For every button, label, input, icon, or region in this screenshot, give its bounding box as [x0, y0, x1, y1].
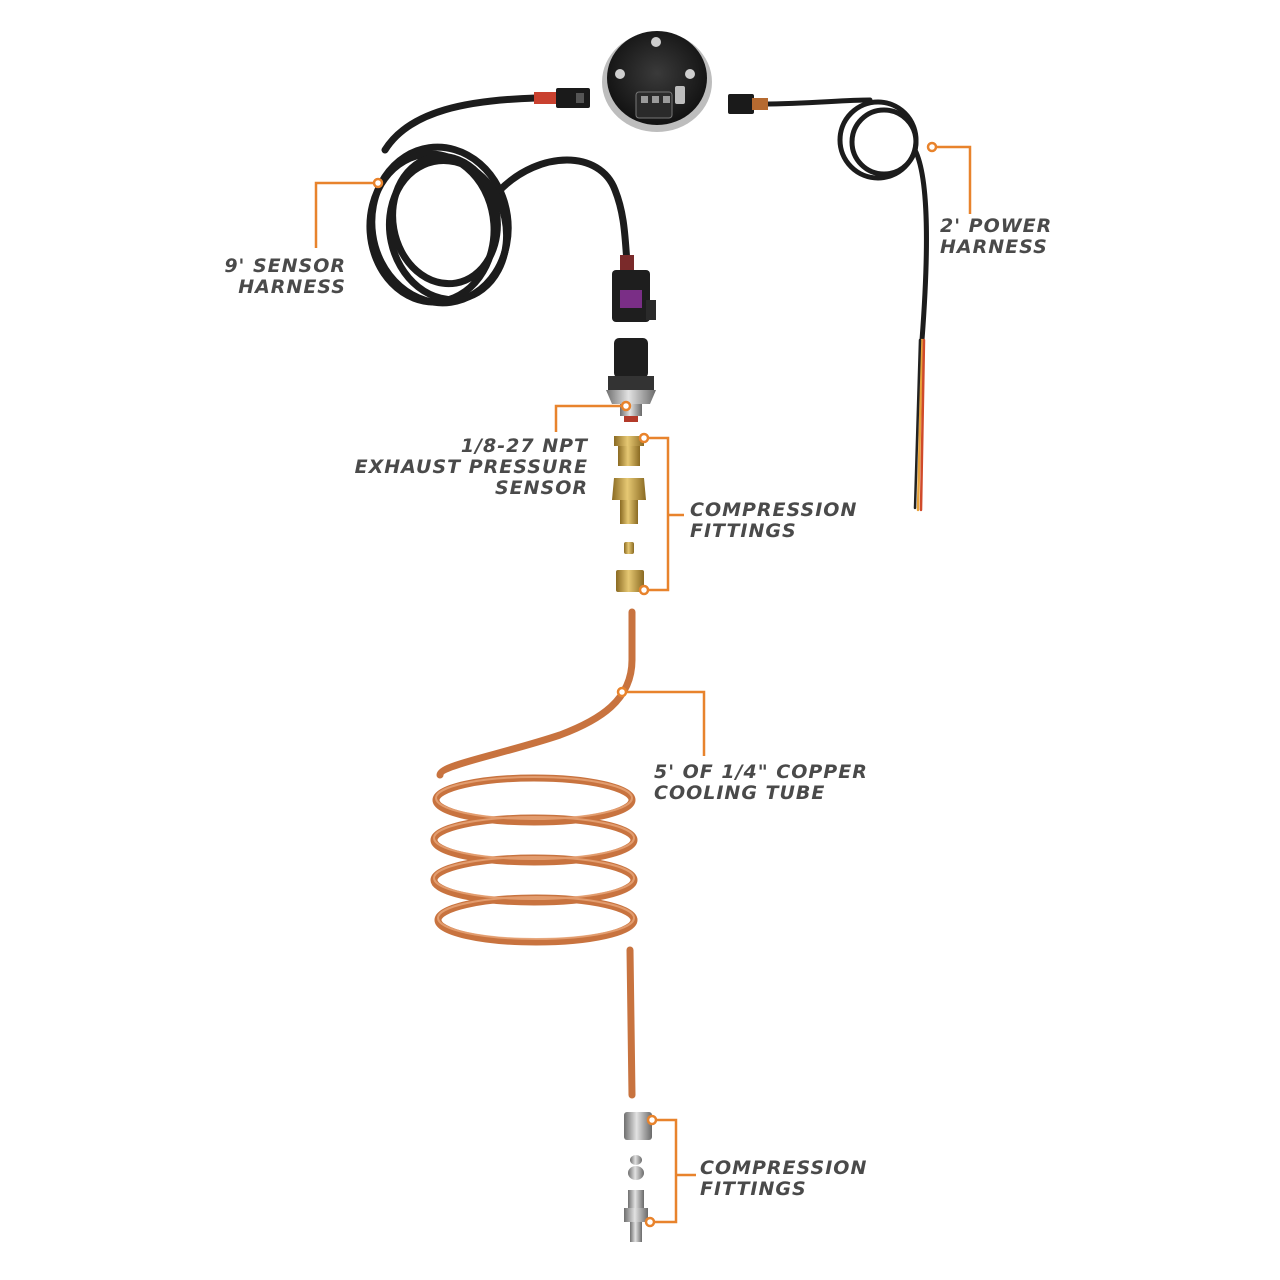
label-pressure-sensor: 1/8-27 NPT EXHAUST PRESSURE SENSOR — [354, 435, 588, 499]
label-copper-tube: 5' OF 1/4" COPPER COOLING TUBE — [654, 761, 868, 804]
power-harness-cable — [757, 97, 929, 343]
sensor-harness-cable — [366, 94, 631, 307]
gauge-icon — [602, 31, 712, 132]
callout-compression-lower — [650, 1118, 696, 1224]
brass-fitting-icon — [614, 436, 644, 466]
connector-icon — [728, 94, 768, 114]
label-compression-fittings-upper: COMPRESSION FITTINGS — [690, 499, 858, 542]
connector-icon — [534, 88, 590, 108]
callout-dots — [372, 141, 938, 1228]
power-harness-wires — [913, 338, 926, 512]
brass-ferrule-icon — [624, 542, 634, 554]
label-power-harness: 2' POWER HARNESS — [940, 215, 1053, 258]
steel-fitting-icon — [624, 1112, 652, 1242]
callout-copper-tube — [622, 690, 706, 756]
brass-fitting-icon — [612, 478, 646, 524]
callout-sensor-harness — [314, 181, 378, 248]
label-sensor-harness: 9' SENSOR HARNESS — [224, 255, 346, 298]
label-compression-fittings-lower: COMPRESSION FITTINGS — [700, 1157, 868, 1200]
sensor-harness-plug — [612, 255, 656, 322]
callout-power-harness — [932, 145, 972, 214]
pressure-sensor-icon — [606, 338, 656, 422]
callout-compression-upper — [644, 436, 684, 592]
callout-pressure-sensor — [554, 404, 626, 432]
callout-lines — [314, 145, 972, 1224]
brass-nut-icon — [616, 570, 644, 592]
copper-coil-highlight — [433, 776, 635, 940]
